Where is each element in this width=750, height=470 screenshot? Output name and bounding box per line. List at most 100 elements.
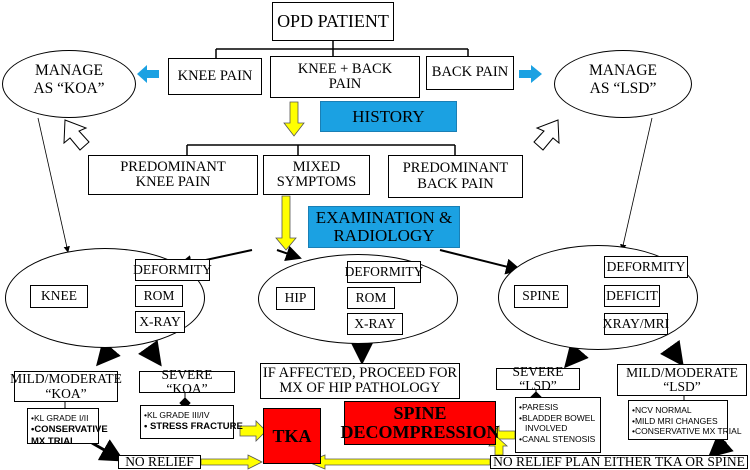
hip-deformity-label: DEFORMITY — [344, 263, 424, 279]
koa-to-knee-arrow — [37, 117, 70, 253]
knee-deformity-label: DEFORMITY — [133, 261, 212, 277]
mild-koa-line1: MILD/MODERATE — [10, 371, 122, 387]
severe-lsd-item: •PARESIS — [519, 402, 559, 412]
mild-lsd-to-plan-arrow — [707, 433, 734, 458]
spine-label-box: SPINE — [514, 285, 568, 308]
mild-lsd-item: •CONSERVATIVE MX TRIAL — [632, 426, 742, 437]
hip-xray-box: X-RAY — [347, 313, 403, 335]
opd-patient-box: OPD PATIENT — [272, 2, 394, 41]
spine-xray-mri-box: XRAY/MRI — [602, 313, 670, 335]
pred-knee-to-manage-koa-arrow — [63, 119, 90, 151]
mild-koa-to-no-relief-arrow — [91, 439, 125, 462]
hip-rom-label: ROM — [355, 289, 387, 305]
history-label: HISTORY — [352, 106, 425, 126]
mild-lsd-line1: MILD/MODERATE — [626, 364, 738, 380]
predominant-back-line1: PREDOMINANT — [402, 160, 509, 177]
knee-back-to-history-arrow — [283, 101, 305, 137]
spine-decompression-box: SPINE DECOMPRESSION — [340, 401, 500, 445]
predominant-knee-line1: PREDOMINANT — [120, 158, 226, 175]
severe-lsd-item: INVOLVED — [525, 423, 568, 434]
mild-lsd-criteria-list: •NCV NORMAL •MILD MRI CHANGES •CONSERVAT… — [628, 400, 742, 440]
spine-xray-mri-label: XRAY/MRI — [602, 315, 670, 331]
manage-koa-ellipse — [2, 50, 136, 118]
tka-box: TKA — [263, 408, 321, 464]
severe-lsd-item: •CANAL STENOSIS — [519, 433, 596, 444]
opd-patient-label: OPD PATIENT — [277, 11, 389, 32]
mixed-symptoms-line2: SYMPTOMS — [276, 174, 357, 190]
severe-koa-item: • STRESS FRACTURE — [144, 420, 243, 432]
spine-deficit-label: DEFICIT — [606, 287, 658, 303]
hip-note-line1: IF AFFECTED, PROCEED FOR — [262, 364, 458, 381]
knee-rom-label: ROM — [143, 287, 175, 303]
knee-pain-to-manage-koa-arrow — [137, 65, 159, 83]
knee-back-pain-box: KNEE + BACK PAIN — [270, 56, 420, 98]
mild-koa-item: •CONSERVATIVE — [31, 423, 108, 435]
opd-tree-lines — [215, 41, 469, 58]
spine-deformity-box: DEFORMITY — [604, 256, 688, 278]
mild-koa-criteria-list: •KL GRADE I/II •CONSERVATIVE MX TRIAL — [27, 408, 108, 447]
severe-lsd-box: SEVERE “LSD” — [496, 363, 580, 393]
pred-back-to-manage-lsd-arrow — [533, 119, 560, 151]
history-box: HISTORY — [320, 101, 457, 132]
knee-pain-label: KNEE PAIN — [177, 67, 253, 84]
lsd-to-spine-arrow — [620, 117, 653, 251]
knee-rom-box: ROM — [135, 285, 183, 307]
mixed-to-exam-arrow — [275, 195, 297, 251]
severe-koa-to-tka-arrow — [239, 420, 267, 442]
knee-xray-box: X-RAY — [135, 311, 185, 333]
no-relief-to-tka-arrow — [200, 454, 263, 470]
severe-koa-box: SEVERE “KOA” — [139, 366, 235, 396]
manage-lsd-line2: AS “LSD” — [589, 79, 657, 97]
severe-koa-label: SEVERE “KOA” — [161, 366, 213, 396]
manage-lsd-line1: MANAGE — [588, 62, 658, 79]
hip-xray-label: X-RAY — [354, 315, 396, 331]
exam-to-hip-arrow — [276, 245, 302, 261]
predominant-back-pain-box: PREDOMINANT BACK PAIN — [388, 155, 523, 198]
hip-label-box: HIP — [276, 287, 315, 310]
spine-to-severe-arrow — [564, 342, 589, 369]
mild-koa-line2: “KOA” — [45, 385, 87, 401]
examination-line1: EXAMINATION & — [315, 208, 453, 228]
spine-to-mild-arrow — [660, 339, 684, 367]
knee-back-pain-line1: KNEE + BACK — [297, 60, 393, 77]
knee-label: KNEE — [41, 288, 77, 304]
manage-koa-line1: MANAGE — [34, 62, 104, 79]
hip-note-line2: MX OF HIP PATHOLOGY — [279, 380, 441, 396]
mild-moderate-koa-box: MILD/MODERATE “KOA” — [10, 371, 122, 402]
hip-rom-box: ROM — [347, 287, 395, 309]
manage-koa-line2: AS “KOA” — [33, 79, 105, 97]
severe-koa-criteria-list: •KL GRADE III/IV • STRESS FRACTURE — [140, 405, 243, 439]
manage-lsd-label: MANAGE AS “LSD” — [554, 62, 692, 98]
mild-lsd-item: •MILD MRI CHANGES — [632, 415, 718, 426]
back-pain-box: BACK PAIN — [426, 56, 514, 90]
examination-line2: RADIOLOGY — [333, 226, 435, 245]
no-relief-plan-box: NO RELIEF PLAN EITHER TKA OR SPINE — [490, 454, 748, 469]
severe-lsd-label: SEVERE “LSD” — [512, 363, 564, 393]
spine-deficit-box: DEFICIT — [604, 285, 660, 307]
examination-radiology-box: EXAMINATION & RADIOLOGY — [308, 206, 460, 248]
spine-deformity-label: DEFORMITY — [606, 258, 686, 274]
mild-koa-item: •KL GRADE I/II — [31, 413, 89, 423]
hip-deformity-box: DEFORMITY — [344, 261, 424, 283]
severe-lsd-criteria-list: •PARESIS •BLADDER BOWEL INVOLVED •CANAL … — [515, 397, 601, 453]
back-pain-to-manage-lsd-arrow — [519, 65, 542, 83]
predominant-knee-line2: KNEE PAIN — [135, 174, 211, 190]
spine-label: SPINE — [522, 288, 560, 304]
mixed-symptoms-line1: MIXED — [292, 158, 341, 175]
hip-pathology-note-box: IF AFFECTED, PROCEED FOR MX OF HIP PATHO… — [260, 363, 460, 399]
knee-back-pain-line2: PAIN — [328, 76, 362, 92]
mixed-symptoms-box: MIXED SYMPTOMS — [263, 155, 370, 195]
severe-lsd-item: •BLADDER BOWEL — [519, 412, 596, 423]
knee-deformity-box: DEFORMITY — [133, 259, 212, 281]
manage-koa-label: MANAGE AS “KOA” — [2, 62, 136, 98]
exam-to-spine-arrow — [439, 249, 522, 275]
back-pain-label: BACK PAIN — [431, 64, 509, 81]
spine-decompression-line2: DECOMPRESSION — [340, 422, 500, 442]
history-tree-lines — [186, 144, 456, 155]
mild-lsd-line2: “LSD” — [663, 379, 701, 394]
mild-lsd-item: •NCV NORMAL — [632, 405, 692, 415]
knee-to-severe-arrow — [138, 339, 162, 367]
tka-label: TKA — [272, 425, 312, 446]
no-relief-label: NO RELIEF — [125, 453, 194, 469]
spine-decompression-line1: SPINE — [393, 403, 447, 424]
